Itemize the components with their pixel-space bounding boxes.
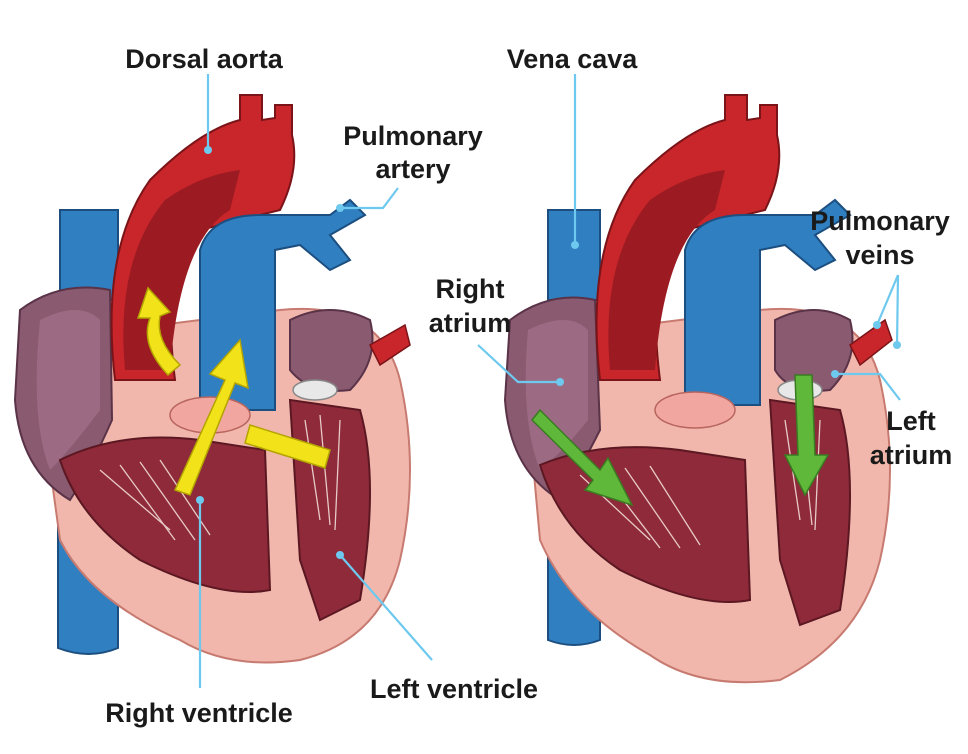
label-left-atrium-line1: Left [886, 406, 936, 436]
left-yellow-arrow-2 [136, 286, 182, 377]
labels: Dorsal aorta Pulmonary artery Right vent… [105, 44, 952, 728]
label-dorsal-aorta: Dorsal aorta [125, 44, 284, 74]
label-right-atrium-line2: atrium [429, 308, 512, 338]
left-yellow-arrow-3 [244, 424, 331, 469]
leader-lines [196, 74, 901, 688]
left-yellow-arrow-1 [173, 338, 249, 496]
label-right-atrium-line1: Right [436, 274, 505, 304]
label-vena-cava: Vena cava [507, 44, 639, 74]
left-left-atrium [289, 309, 374, 392]
right-green-arrow-1 [530, 408, 634, 507]
label-pulmonary-veins-line2: veins [845, 240, 914, 270]
label-left-atrium-line2: atrium [870, 440, 953, 470]
label-pulmonary-artery-line2: artery [375, 154, 450, 184]
left-heart [13, 94, 411, 664]
label-pulmonary-veins-line1: Pulmonary [810, 206, 950, 236]
label-right-ventricle: Right ventricle [105, 698, 293, 728]
right-green-arrow-2 [783, 374, 830, 497]
left-right-ventricle [58, 436, 272, 593]
right-pulmonary-artery [684, 198, 852, 406]
right-heart [503, 94, 893, 684]
label-pulmonary-artery-line1: Pulmonary [343, 121, 483, 151]
label-left-ventricle: Left ventricle [370, 674, 538, 704]
